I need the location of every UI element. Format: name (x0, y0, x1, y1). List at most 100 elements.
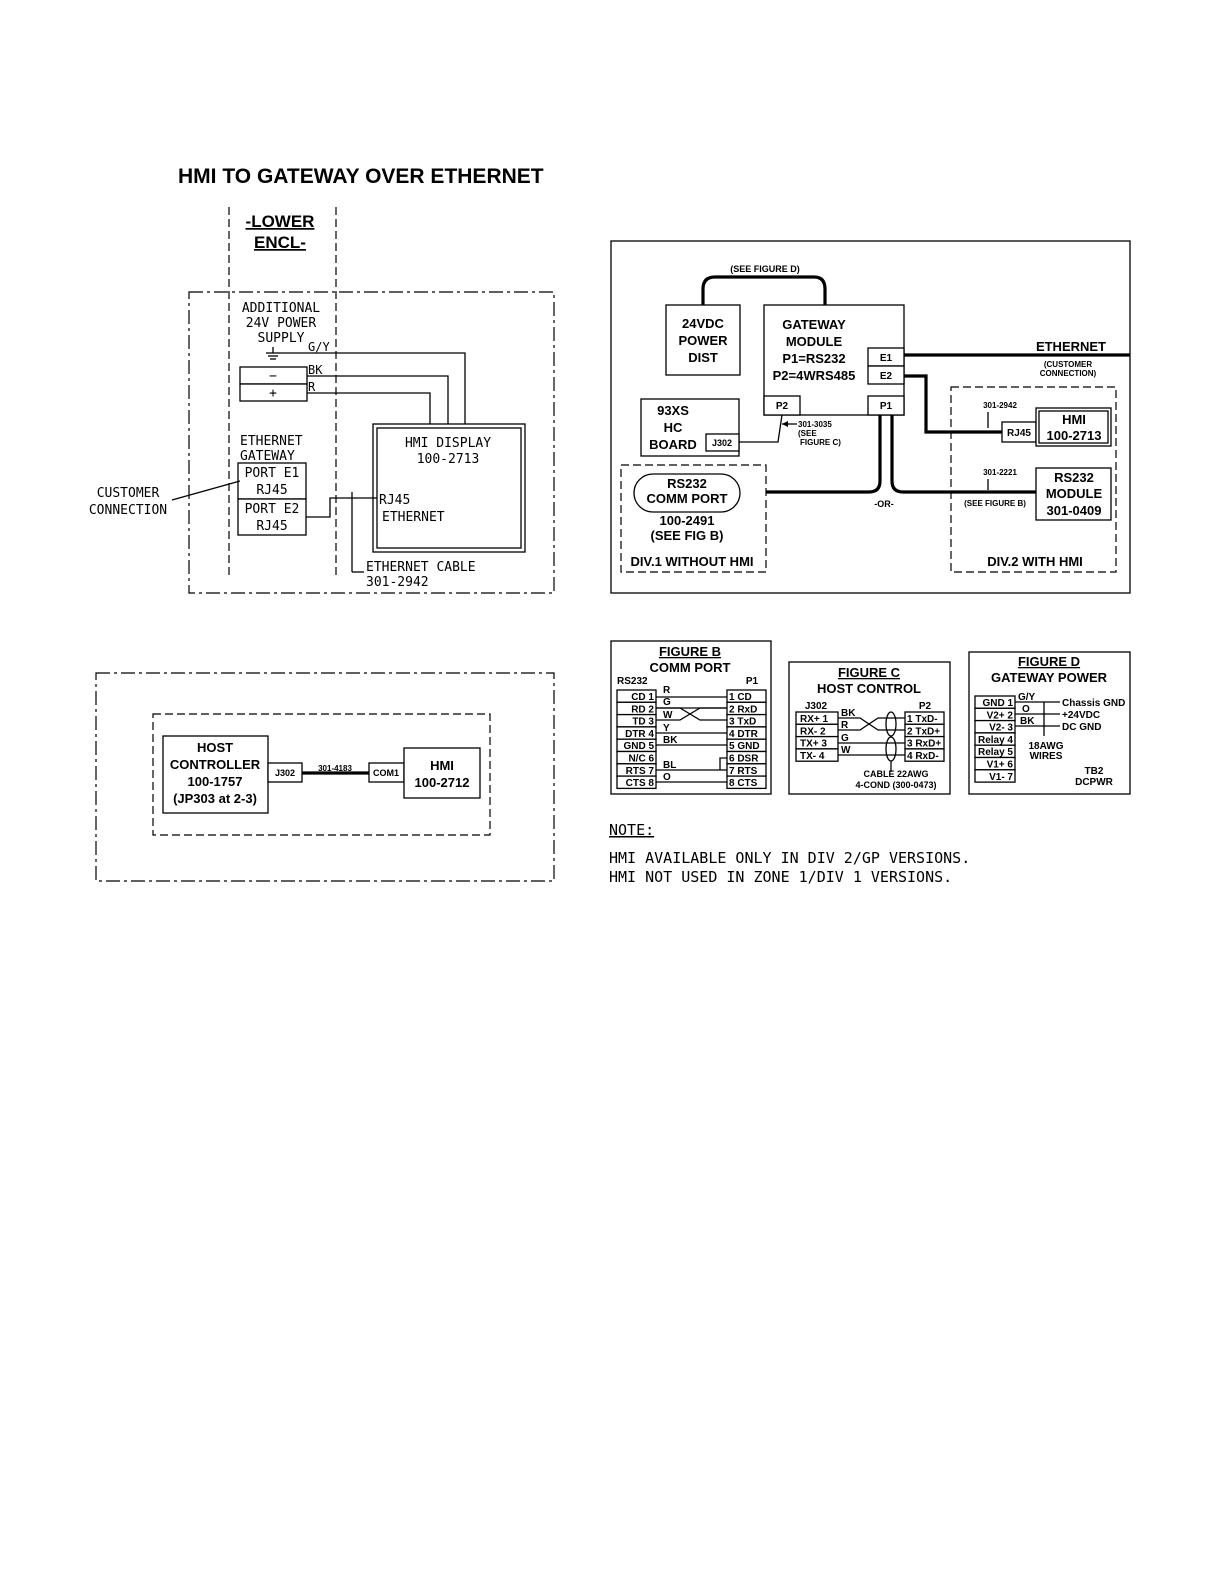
figure-c-title: FIGURE C (838, 665, 901, 680)
comm-port-label-2: COMM PORT (647, 491, 728, 506)
figure-b-wire-label: BK (663, 735, 678, 746)
hmi-display-label: HMI DISPLAY (405, 436, 491, 451)
hmi-display-inner (376, 427, 522, 549)
figure-c-cable-label-2: 4-COND (300-0473) (855, 780, 936, 790)
figure-b-right-pin-label: 7 RTS (729, 766, 758, 777)
figure-b-right-header: P1 (746, 676, 759, 687)
figure-d-dcpwr-label: DCPWR (1075, 777, 1114, 788)
figure-b-left-pin-label: RTS 7 (626, 766, 655, 777)
figure-d-pin-label: GND 1 (982, 698, 1013, 709)
host-inner-region (152, 713, 491, 836)
figure-d-pin-label: V2- 3 (989, 723, 1013, 734)
cable-2221-label: 301-2221 (983, 468, 1017, 477)
figure-b-frame (610, 640, 772, 795)
gateway-label-2: GATEWAY (240, 449, 295, 464)
figure-b-right-pin-label: 6 DSR (729, 754, 759, 765)
port-e1-rj45: RJ45 (256, 483, 287, 498)
cable-3035-label-2: (SEE (798, 429, 817, 438)
figure-d-wires-label-2: WIRES (1030, 751, 1063, 762)
customer-connection-leader (171, 480, 241, 501)
comm-port-label-1: RS232 (667, 476, 707, 491)
gateway-module-label-2: MODULE (786, 334, 843, 349)
rs232-module-box (1035, 467, 1112, 521)
figure-c-subtitle: HOST CONTROL (817, 681, 921, 696)
figure-c-cable-label-1: CABLE 22AWG (863, 769, 928, 779)
gateway-module-label-1: GATEWAY (782, 317, 846, 332)
hmi-display-box (372, 423, 526, 553)
figure-b-title: FIGURE B (659, 644, 721, 659)
see-figure-b-label: (SEE FIGURE B) (964, 499, 1026, 508)
host-j302-label: J302 (275, 768, 295, 778)
host-enclosure-outline (95, 672, 555, 882)
figure-b-left-pin-label: DTR 4 (625, 729, 654, 740)
psu-plus-label: + (269, 386, 277, 401)
lower-enclosure-outline (188, 291, 555, 594)
rs232-module-label-1: RS232 (1054, 470, 1094, 485)
figure-b-wire-label: BL (663, 760, 676, 771)
cable-2942-label: 301-2942 (983, 401, 1017, 410)
hc-board-label-3: BOARD (649, 437, 697, 452)
div1-region (620, 464, 767, 573)
host-controller-diagram: HOST CONTROLLER 100-1757 (JP303 at 2-3) … (95, 672, 555, 882)
figure-d-title: FIGURE D (1018, 654, 1080, 669)
psu-24vdc-box (665, 304, 741, 376)
hmi-2712-label-1: HMI (430, 758, 454, 773)
comm-port-box (633, 473, 741, 513)
figure-c-left-pin-label: TX+ 3 (800, 739, 827, 750)
figure-b-right-pin-label: 8 CTS (729, 778, 758, 789)
figure-b-right-pin-label: 5 GND (729, 741, 760, 752)
wire-bk-label: BK (308, 363, 323, 377)
div2-region (950, 386, 1117, 573)
customer-label-2: CONNECTION) (1040, 369, 1097, 378)
wire-r (307, 392, 431, 424)
figure-d-pin (974, 769, 1016, 783)
note-line-2: HMI NOT USED IN ZONE 1/DIV 1 VERSIONS. (609, 868, 952, 886)
psu-minus-label: − (269, 369, 277, 384)
lower-encl-label-2: ENCL- (254, 233, 306, 252)
figure-b-wire-label: W (663, 710, 673, 721)
host-controller-box (162, 735, 269, 814)
hmi-label-2: 100-2713 (1047, 428, 1102, 443)
figure-c-left-header: J302 (805, 701, 828, 712)
host-controller-label-3: 100-1757 (188, 774, 243, 789)
figure-c-right-pin-label: 3 RxD+ (907, 739, 941, 750)
rj45-label: RJ45 (1007, 428, 1031, 439)
figure-c-wire-label: W (841, 745, 851, 756)
hmi-box (1035, 407, 1112, 447)
port-e2-rj45: RJ45 (256, 519, 287, 534)
gateway-module-label-4: P2=4WRS485 (773, 368, 856, 383)
figure-c-left-pin-label: RX+ 1 (800, 714, 829, 725)
figure-b-left-pin-label: CD 1 (631, 692, 654, 703)
host-controller-label-2: CONTROLLER (170, 757, 261, 772)
note-line-1: HMI AVAILABLE ONLY IN DIV 2/GP VERSIONS. (609, 849, 970, 867)
figure-c-right-pin-label: 2 TxD+ (907, 726, 940, 737)
gateway-diagram-frame (610, 240, 1131, 594)
figure-b-wire-label: G (663, 697, 671, 708)
port-e1-label: E1 (880, 353, 893, 364)
port-e2-label: PORT E2 (245, 502, 300, 517)
note-block: NOTE: HMI AVAILABLE ONLY IN DIV 2/GP VER… (609, 821, 970, 886)
figure-d-pin-label: Relay 4 (978, 735, 1013, 746)
figure-b-left-pin-label: GND 5 (623, 741, 654, 752)
figure-b-left-pin-label: RD 2 (631, 704, 654, 715)
figure-d-pin-label: V1- 7 (989, 772, 1013, 783)
figure-c-frame (788, 661, 951, 795)
gateway-label-1: ETHERNET (240, 434, 303, 449)
port-e1 (237, 462, 307, 500)
hmi-2712-box (403, 747, 481, 799)
psu-label-1: ADDITIONAL (242, 301, 320, 316)
figure-c-left-pin-label: RX- 2 (800, 726, 826, 737)
e2-to-hmi-cable (904, 374, 1002, 434)
figure-d-wire-gy: G/Y (1018, 692, 1036, 703)
figure-d-signal-24vdc: +24VDC (1062, 710, 1100, 721)
comm-port-see-fig: (SEE FIG B) (651, 528, 724, 543)
wire-gy (280, 352, 466, 424)
figure-b-right-pin-label: 1 CD (729, 692, 752, 703)
psu-24vdc-label-3: DIST (688, 350, 718, 365)
lower-encl-label-1: -LOWER (246, 212, 315, 231)
p1-to-rs232-module-cable (890, 415, 1036, 494)
figure-b-subtitle: COMM PORT (650, 660, 731, 675)
figure-b-left-pin-label: TD 3 (632, 717, 654, 728)
figure-c-right-pin-label: 1 TxD- (907, 714, 938, 725)
host-controller-label-1: HOST (197, 740, 233, 755)
